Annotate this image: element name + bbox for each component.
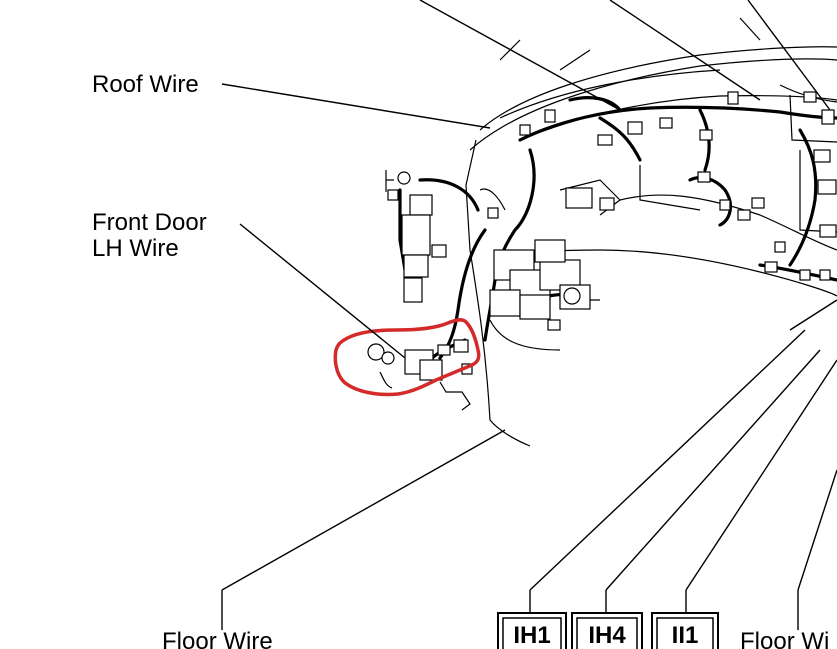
connector-label-ii1: II1 bbox=[672, 622, 699, 649]
right-leader-1 bbox=[789, 299, 837, 331]
roof-wire-label: Roof Wire bbox=[92, 71, 199, 98]
front-door-label-line2: LH Wire bbox=[92, 235, 179, 262]
connector-box-ih4: IH4 bbox=[571, 612, 643, 649]
floor-wire-right-label: Floor Wi bbox=[740, 628, 829, 649]
connector-label-ih1: IH1 bbox=[513, 622, 550, 649]
ih4-leader-diag bbox=[605, 349, 821, 591]
floor-wire-left-leader-diag bbox=[221, 429, 506, 591]
floor-wire-right-leader-diag bbox=[797, 469, 837, 591]
connector-label-ih4: IH4 bbox=[588, 622, 626, 649]
floor-wire-left-label: Floor Wire bbox=[162, 628, 273, 649]
connector-box-ii1: II1 bbox=[651, 612, 719, 649]
roof-wire-leader bbox=[221, 83, 491, 129]
red-highlight-circle bbox=[333, 318, 481, 397]
top-leader-2 bbox=[609, 0, 761, 101]
dashboard-outline bbox=[465, 17, 837, 447]
connector-code-boxes: IH1 IH4 II1 bbox=[497, 612, 719, 649]
connector-blocks bbox=[385, 91, 837, 331]
connector-box-ih1: IH1 bbox=[497, 612, 567, 649]
ih1-leader-diag bbox=[529, 329, 806, 591]
front-door-label-line1: Front Door bbox=[92, 209, 207, 236]
front-door-leader bbox=[239, 223, 406, 359]
front-door-connector-area bbox=[367, 339, 473, 411]
top-leader-1 bbox=[419, 0, 621, 111]
leader-lines bbox=[221, 0, 837, 630]
ii1-leader-diag bbox=[685, 359, 837, 591]
top-leader-3 bbox=[747, 0, 831, 111]
